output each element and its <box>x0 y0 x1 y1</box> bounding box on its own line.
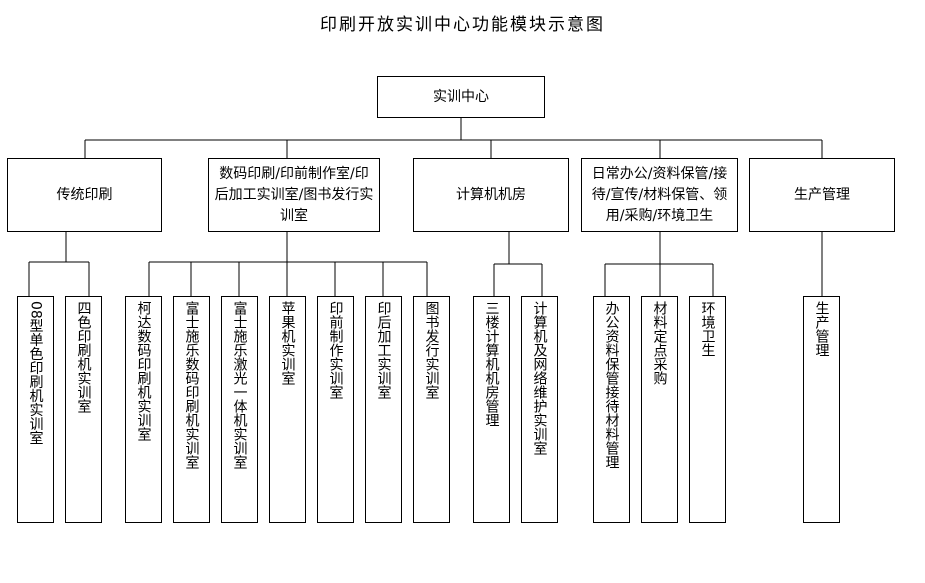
leaf-node-label: 柯达数码印刷机实训室 <box>135 301 152 441</box>
leaf-node-label: 环境卫生 <box>699 301 716 357</box>
leaf-node-office-materials: 办公资料保管接待材料管理 <box>593 296 630 523</box>
leaf-node-four-color-press: 四色印刷机实训室 <box>65 296 102 523</box>
leaf-node-postpress: 印后加工实训室 <box>365 296 402 523</box>
leaf-node-label: 印前制作实训室 <box>327 301 344 399</box>
mid-node-label: 数码印刷/印前制作室/印后加工实训室/图书发行实训室 <box>214 165 374 224</box>
root-node-label: 实训中心 <box>433 88 489 105</box>
leaf-node-fuji-laser: 富士施乐激光一体机实训室 <box>221 296 258 523</box>
leaf-node-label: 生产管理 <box>813 301 830 357</box>
leaf-node-production: 生产管理 <box>803 296 840 523</box>
leaf-node-procurement: 材料定点采购 <box>641 296 678 523</box>
leaf-node-fuji-digital: 富士施乐数码印刷机实训室 <box>173 296 210 523</box>
mid-node-traditional-printing: 传统印刷 <box>7 158 162 232</box>
mid-node-label: 日常办公/资料保管/接待/宣传/材料保管、领用/采购/环境卫生 <box>591 165 728 224</box>
mid-node-daily-office: 日常办公/资料保管/接待/宣传/材料保管、领用/采购/环境卫生 <box>581 158 738 232</box>
mid-node-label: 传统印刷 <box>56 186 113 203</box>
mid-node-label: 计算机机房 <box>456 186 526 203</box>
leaf-node-label: 印后加工实训室 <box>375 301 392 399</box>
leaf-node-label: 08型单色印刷机实训室 <box>27 301 44 445</box>
leaf-node-book-distribution: 图书发行实训室 <box>413 296 450 523</box>
leaf-node-third-floor-room: 三楼计算机机房管理 <box>473 296 510 523</box>
leaf-node-sanitation: 环境卫生 <box>689 296 726 523</box>
leaf-node-label: 三楼计算机机房管理 <box>483 301 500 427</box>
leaf-node-label: 办公资料保管接待材料管理 <box>603 301 620 469</box>
leaf-node-prepress: 印前制作实训室 <box>317 296 354 523</box>
leaf-node-label: 苹果机实训室 <box>279 301 296 385</box>
leaf-node-apple: 苹果机实训室 <box>269 296 306 523</box>
leaf-node-network-maintenance: 计算机及网络维护实训室 <box>521 296 558 523</box>
leaf-node-kodak: 柯达数码印刷机实训室 <box>125 296 162 523</box>
root-node: 实训中心 <box>377 76 545 118</box>
mid-node-computer-room: 计算机机房 <box>413 158 569 232</box>
mid-node-label: 生产管理 <box>794 186 850 203</box>
leaf-node-label: 富士施乐数码印刷机实训室 <box>183 301 200 469</box>
page-title: 印刷开放实训中心功能模块示意图 <box>320 15 605 35</box>
leaf-node-label: 富士施乐激光一体机实训室 <box>231 301 248 469</box>
leaf-node-label: 图书发行实训室 <box>423 301 440 399</box>
leaf-node-08-press: 08型单色印刷机实训室 <box>17 296 54 523</box>
leaf-node-label: 材料定点采购 <box>651 301 668 385</box>
leaf-node-label: 计算机及网络维护实训室 <box>531 301 548 455</box>
mid-node-production-management: 生产管理 <box>749 158 895 232</box>
leaf-node-label: 四色印刷机实训室 <box>75 301 92 413</box>
mid-node-digital-printing: 数码印刷/印前制作室/印后加工实训室/图书发行实训室 <box>208 158 380 232</box>
